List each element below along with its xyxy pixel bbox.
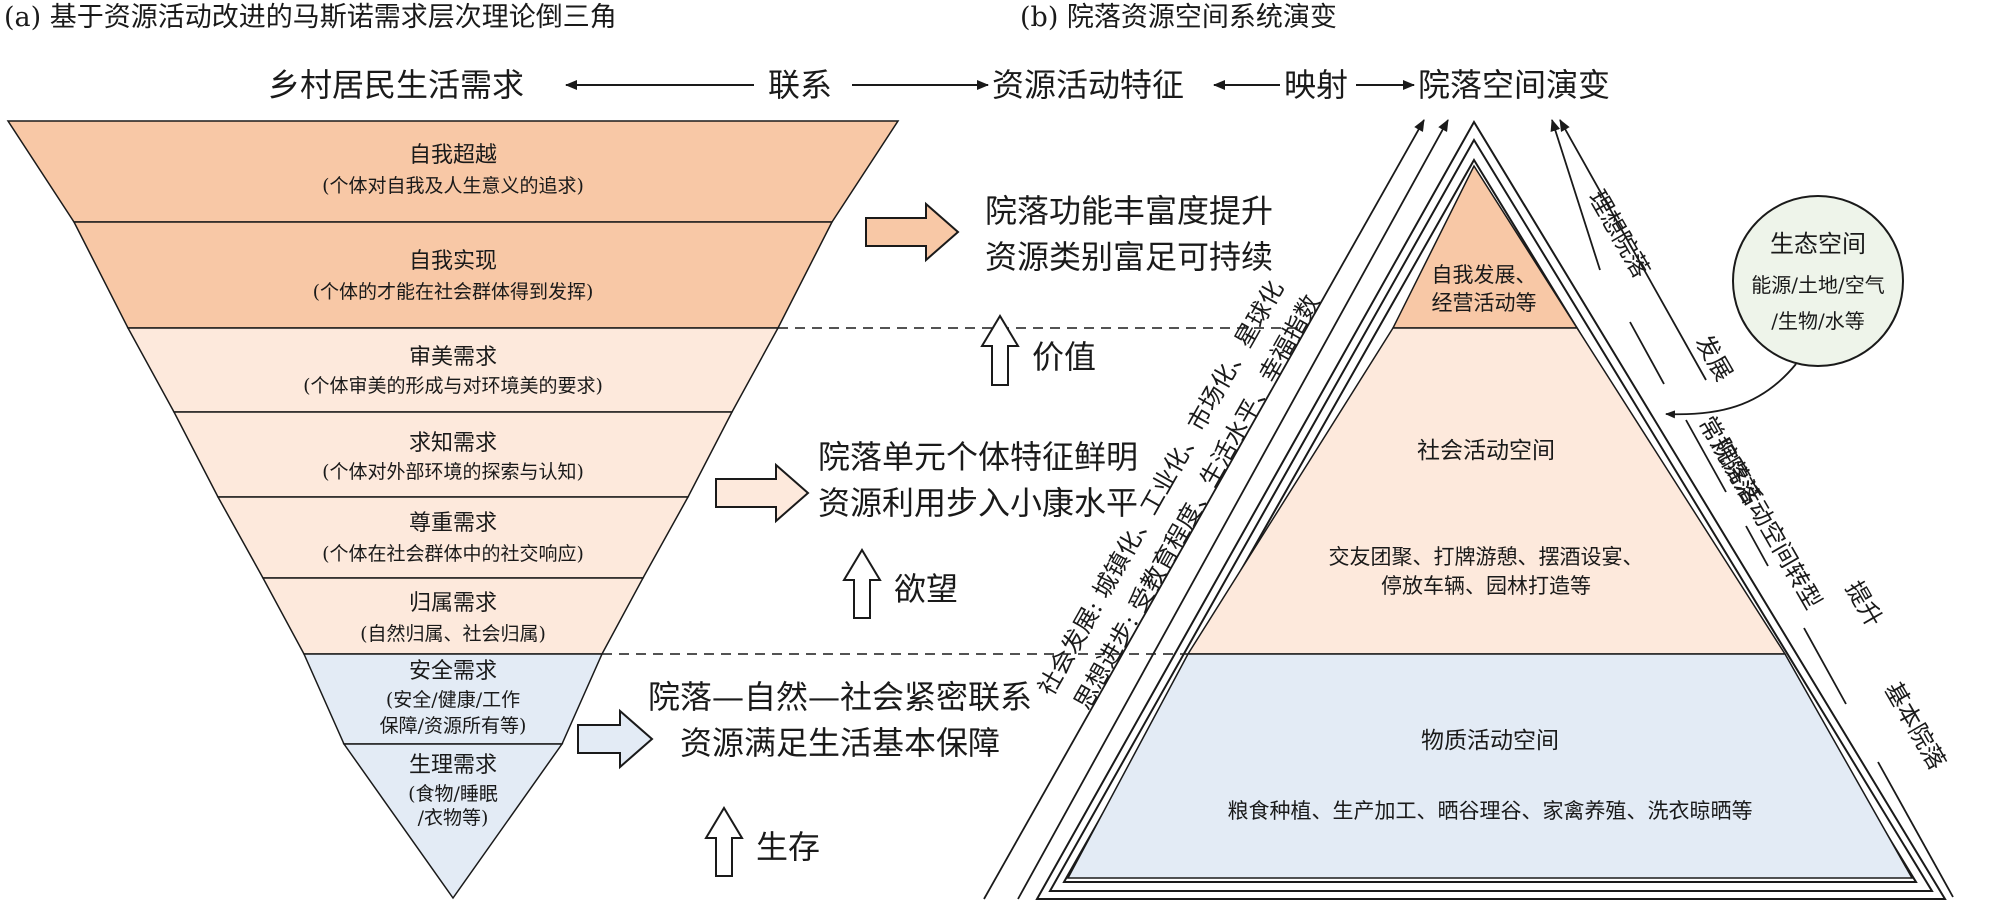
- header-courtyard-evolution: 院落空间演变: [1418, 66, 1610, 104]
- develop-label: 发展: [1690, 330, 1738, 386]
- space-pyramid: [1035, 120, 1947, 900]
- up-arrow-desire: [842, 548, 882, 619]
- level-desc: (个体在社会群体中的社交响应): [322, 543, 584, 565]
- pyramid-outer-frame: [1035, 120, 1947, 900]
- level-name: 审美需求: [409, 345, 497, 370]
- level-desc: (安全/健康/工作: [386, 689, 520, 711]
- outcome-line: 院落功能丰富度提升: [985, 192, 1273, 230]
- evolution-line-upper-mid: [1685, 419, 1727, 493]
- level-name: 归属需求: [409, 591, 497, 616]
- header-mapping: 映射: [1284, 66, 1348, 104]
- pyramid-mid-frame: [1048, 138, 1934, 892]
- up-arrow-value: [980, 314, 1020, 386]
- level-name: 求知需求: [409, 431, 497, 456]
- panel-b-title: (b) 院落资源空间系统演变: [1020, 2, 1337, 33]
- layer-middle-line: 停放车辆、园林打造等: [1381, 574, 1591, 598]
- block-arrow-high: [865, 201, 960, 263]
- driver-label: 欲望: [894, 570, 958, 608]
- force-arrow-thought: [1017, 119, 1449, 900]
- outcome-line: 资源类别富足可持续: [985, 238, 1273, 276]
- level-desc: (个体对外部环境的探索与认知): [322, 461, 584, 483]
- header-living-needs: 乡村居民生活需求: [268, 66, 524, 104]
- evolution-arrow-inner: [1559, 119, 1707, 381]
- basic-courtyard-label: 基本院落: [1879, 677, 1951, 774]
- eco-arrow: [1665, 363, 1797, 419]
- raise-label: 提升: [1840, 576, 1888, 632]
- level-name: 尊重需求: [409, 511, 497, 536]
- force-arrow-social: [983, 119, 1425, 900]
- outcome-line: 院落单元个体特征鲜明: [818, 438, 1138, 476]
- outcome-line: 资源满足生活基本保障: [680, 724, 1000, 762]
- level-self-actualization: [72, 221, 834, 329]
- layer-top-line: 经营活动等: [1432, 291, 1537, 315]
- level-name: 生理需求: [409, 753, 497, 778]
- level-desc: (自然归属、社会归属): [360, 623, 546, 645]
- eco-title: 生态空间: [1770, 230, 1866, 258]
- level-desc: 保障/资源所有等): [380, 715, 527, 737]
- layer-bottom-line: 粮食种植、生产加工、晒谷理谷、家禽养殖、洗衣晾晒等: [1228, 799, 1753, 823]
- eco-line: /生物/水等: [1771, 309, 1864, 333]
- header-link: 联系: [768, 66, 832, 104]
- evolution-arrow-top: [1550, 119, 1601, 271]
- inverted-pyramid: [6, 120, 900, 900]
- header-resource-features: 资源活动特征: [992, 66, 1184, 104]
- layer-material-activity: [1066, 653, 1914, 879]
- layer-top-line: 自我发展、: [1432, 263, 1537, 287]
- evolution-line-lower-mid: [1803, 627, 1847, 705]
- layer-middle-title: 社会活动空间: [1417, 438, 1555, 464]
- level-name: 自我实现: [409, 249, 497, 274]
- level-desc: (食物/睡眠: [408, 783, 498, 805]
- level-name: 安全需求: [409, 659, 497, 684]
- level-desc: (个体的才能在社会群体得到发挥): [313, 281, 594, 303]
- evolution-line-mid: [1745, 525, 1769, 567]
- ideal-courtyard-label: 理想院落: [1583, 185, 1655, 282]
- layer-bottom-title: 物质活动空间: [1421, 728, 1559, 754]
- level-desc: (个体对自我及人生意义的追求): [322, 175, 584, 197]
- driver-label: 生存: [756, 828, 820, 866]
- level-desc: /衣物等): [418, 807, 489, 829]
- eco-line: 能源/土地/空气: [1751, 273, 1884, 297]
- block-arrow-mid: [715, 462, 810, 524]
- outcome-line: 院落—自然—社会紧密联系: [648, 678, 1032, 716]
- panel-a-title: (a) 基于资源活动改进的马斯诺需求层次理论倒三角: [4, 2, 617, 33]
- level-desc: (个体审美的形成与对环境美的要求): [303, 375, 603, 397]
- level-aesthetic: [126, 327, 780, 413]
- layer-middle-line: 交友团聚、打牌游憩、摆酒设宴、: [1329, 545, 1644, 569]
- evolution-line-bottom: [1877, 761, 1954, 898]
- eco-space-circle: [1732, 195, 1904, 367]
- level-name: 自我超越: [409, 143, 497, 168]
- block-arrow-low: [577, 708, 654, 770]
- outcome-line: 资源利用步入小康水平: [818, 484, 1138, 522]
- driver-label: 价值: [1032, 338, 1096, 376]
- up-arrow-survival: [704, 806, 744, 877]
- level-esteem: [216, 496, 690, 579]
- evolution-line-upper: [1629, 321, 1665, 385]
- level-self-transcendence: [6, 120, 900, 223]
- level-physiological: [342, 743, 564, 900]
